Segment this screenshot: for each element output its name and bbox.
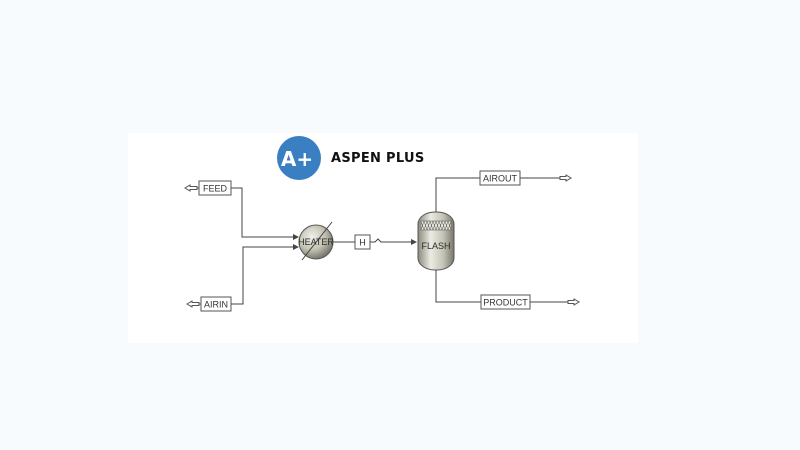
stream-product-label: PRODUCT	[483, 298, 528, 308]
logo-text: A+	[281, 147, 313, 171]
airout-terminal-arrow-icon	[559, 174, 572, 182]
airout-stream-line	[435, 177, 480, 212]
block-flash-label: FLASH	[421, 241, 450, 251]
stream-airin-label: AIRIN	[204, 300, 228, 310]
logo-circle-icon	[277, 136, 321, 180]
product-terminal-arrow-icon	[567, 298, 580, 306]
h-stream-line-b	[370, 238, 417, 245]
stream-h-label: H	[359, 238, 366, 248]
flash-demister-pattern	[420, 220, 452, 231]
block-heater-label: HEATER	[298, 237, 334, 247]
stream-airin[interactable]: AIRIN	[200, 296, 232, 312]
airin-stream-line	[231, 244, 299, 305]
product-stream-line	[435, 270, 481, 303]
stream-h[interactable]: H	[354, 234, 371, 250]
heater-diagonal-line	[301, 221, 333, 261]
aspen-plus-logo: A+	[277, 136, 321, 180]
stream-airout-label: AIROUT	[483, 174, 518, 184]
stream-product[interactable]: PRODUCT	[480, 294, 531, 310]
brand-name: ASPEN PLUS	[331, 151, 425, 166]
stream-airout[interactable]: AIROUT	[479, 170, 521, 186]
stream-feed-label: FEED	[203, 184, 228, 194]
block-heater[interactable]: HEATER	[298, 221, 334, 261]
stream-feed[interactable]: FEED	[198, 180, 232, 196]
feed-stream-line	[231, 187, 299, 240]
block-flash[interactable]: FLASH	[417, 211, 455, 271]
stream-lines	[231, 177, 568, 305]
